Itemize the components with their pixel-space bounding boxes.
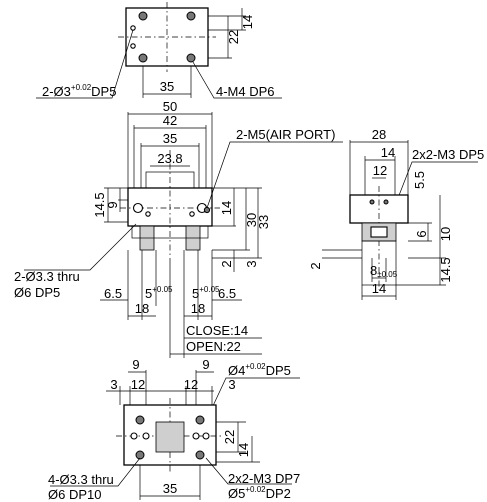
front-dim-42: 42	[163, 113, 177, 128]
bottom-dim-3-right: 3	[228, 377, 235, 392]
front-dim-6-5-right: 6.5	[218, 286, 236, 301]
top-m4-hole	[138, 11, 148, 21]
bottom-dim-14: 14	[236, 443, 251, 457]
top-dim-22: 22	[226, 30, 241, 44]
bottom-thru-hole	[195, 415, 205, 425]
callout-dowel-top: 2-Ø3+0.02DP5	[42, 83, 116, 99]
top-view: 22 14 35 2-Ø3+0.02DP5 4-M4 DP6	[36, 2, 282, 99]
top-dowel-hole	[130, 25, 136, 31]
bottom-thru-hole	[135, 415, 145, 425]
callout-thru-front-2: Ø6 DP5	[14, 285, 60, 300]
front-dim-9: 9	[105, 201, 120, 208]
front-thru-hole	[132, 202, 144, 214]
front-dim-3: 3	[244, 260, 259, 267]
side-dim-5-5: 5.5	[412, 171, 427, 189]
bottom-dim-9-left: 9	[132, 357, 139, 372]
top-m4-hole	[186, 53, 196, 63]
top-dim-14: 14	[240, 15, 255, 29]
side-view: 28 14 12 2x2-M3 DP5 5.5 6 10 2 8±0.05 1	[308, 127, 484, 300]
front-dim-18-right: 18	[191, 301, 205, 316]
front-dim-6-5-left: 6.5	[104, 286, 122, 301]
front-dim-2: 2	[219, 260, 234, 267]
front-dim-14: 14	[219, 201, 234, 215]
bottom-dim-12-right: 12	[184, 377, 198, 392]
front-dim-18-left: 18	[135, 301, 149, 316]
callout-bottom-m3-2: Ø5+0.02DP2	[228, 485, 291, 501]
bottom-dim-3-left: 3	[110, 377, 117, 392]
side-dim-28: 28	[372, 127, 386, 142]
side-dim-14-5: 14.5	[438, 257, 453, 282]
bottom-thru-hole	[195, 450, 205, 460]
front-dim-30: 30	[244, 213, 259, 227]
callout-m4: 4-M4 DP6	[216, 84, 275, 99]
front-air-port	[203, 206, 211, 214]
top-m4-hole	[138, 53, 148, 63]
front-dim-5-left: 5+0.05	[145, 285, 173, 301]
callout-bottom-dowel: Ø4+0.02DP5	[228, 362, 291, 378]
front-dim-14-5: 14.5	[92, 192, 107, 217]
side-dim-2: 2	[308, 262, 323, 269]
side-dim-12: 12	[373, 163, 387, 178]
top-dim-35: 35	[160, 79, 174, 94]
bottom-dim-22: 22	[222, 430, 237, 444]
bottom-dim-9-right: 9	[202, 357, 209, 372]
open-label: OPEN:22	[186, 339, 241, 354]
callout-side-m3: 2x2-M3 DP5	[412, 147, 484, 162]
top-m4-hole	[186, 11, 196, 21]
callout-air-port: 2-M5(AIR PORT)	[236, 127, 335, 142]
front-dim-33: 33	[256, 215, 271, 229]
front-dim-23-8: 23.8	[157, 151, 182, 166]
top-dowel-hole	[130, 43, 136, 49]
front-dim-50: 50	[163, 99, 177, 114]
side-dim-8: 8±0.05	[370, 263, 398, 279]
close-label: CLOSE:14	[186, 323, 248, 338]
front-dim-35: 35	[163, 131, 177, 146]
callout-bottom-thru-1: 4-Ø3.3 thru	[48, 472, 114, 487]
side-dim-14-bottom: 14	[372, 281, 386, 296]
side-dim-10: 10	[438, 227, 453, 241]
front-dim-5-right: 5+0.05	[192, 285, 220, 301]
bottom-thru-hole	[135, 450, 145, 460]
front-top-plate	[145, 171, 195, 189]
side-dim-6: 6	[414, 230, 429, 237]
bottom-dim-35: 35	[163, 481, 177, 496]
bottom-jaw-block	[155, 421, 185, 453]
side-dim-14: 14	[381, 145, 395, 160]
bottom-view: 9 9 3 12 12 3 Ø4+0.02DP5 22 14 35 4-Ø3.3…	[48, 357, 300, 502]
front-view: 50 42 35 23.8 14.5 9	[14, 99, 343, 358]
callout-bottom-thru-2: Ø6 DP10	[48, 487, 101, 502]
bottom-dim-12-left: 12	[131, 377, 145, 392]
callout-bottom-m3-1: 2x2-M3 DP7	[228, 471, 300, 486]
callout-thru-front-1: 2-Ø3.3 thru	[14, 269, 80, 284]
